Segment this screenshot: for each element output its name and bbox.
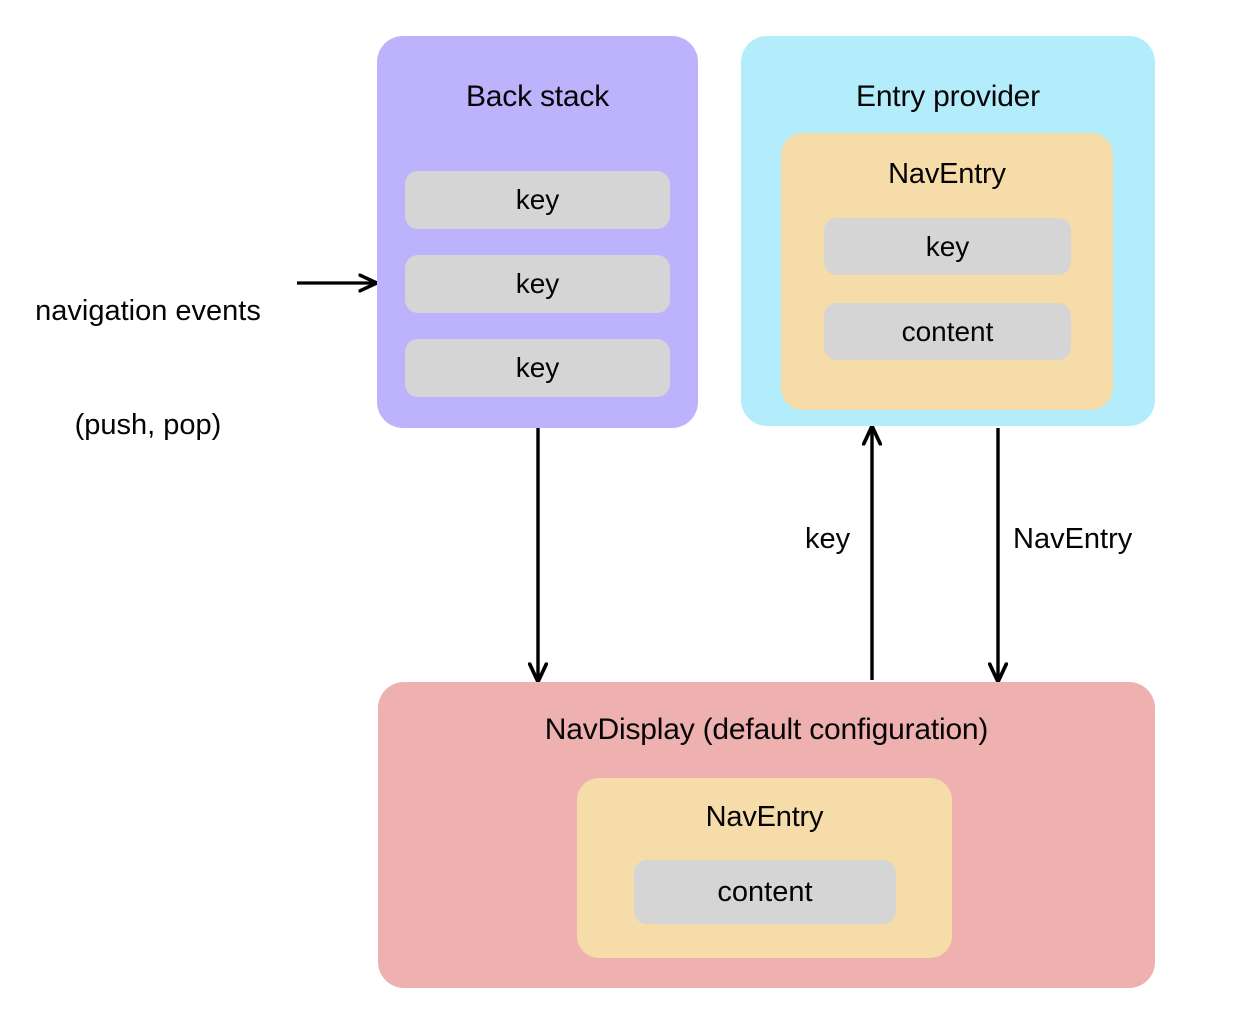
back-stack-key-chip[interactable]: key xyxy=(405,339,670,397)
navigation-events-label: navigation events (push, pop) xyxy=(8,216,288,520)
navigation-events-line-1: navigation events xyxy=(35,295,261,327)
back-stack-key-chip[interactable]: key xyxy=(405,171,670,229)
edge-label-naventry: NavEntry xyxy=(1013,523,1133,555)
back-stack-title: Back stack xyxy=(465,80,610,113)
edge-label-key: key xyxy=(805,523,851,555)
nav-entry-title: NavEntry xyxy=(705,801,824,833)
back-stack-key-chip[interactable]: key xyxy=(405,255,670,313)
nav-entry-title: NavEntry xyxy=(888,158,1006,190)
entry-provider-nav-entry-node[interactable]: NavEntry key content xyxy=(781,133,1113,410)
nav-entry-key-chip[interactable]: key xyxy=(824,218,1071,275)
navigation-events-line-2: (push, pop) xyxy=(74,409,222,441)
nav-display-nav-entry-node[interactable]: NavEntry content xyxy=(577,778,952,958)
entry-provider-title: Entry provider xyxy=(856,80,1040,113)
entry-provider-node[interactable]: Entry provider NavEntry key content xyxy=(741,36,1155,426)
back-stack-node[interactable]: Back stack key key key xyxy=(377,36,698,428)
nav-entry-content-chip[interactable]: content xyxy=(634,860,896,924)
nav-display-title: NavDisplay (default configuration) xyxy=(544,713,989,746)
nav-entry-content-chip[interactable]: content xyxy=(824,303,1071,360)
nav-display-node[interactable]: NavDisplay (default configuration) NavEn… xyxy=(378,682,1155,988)
